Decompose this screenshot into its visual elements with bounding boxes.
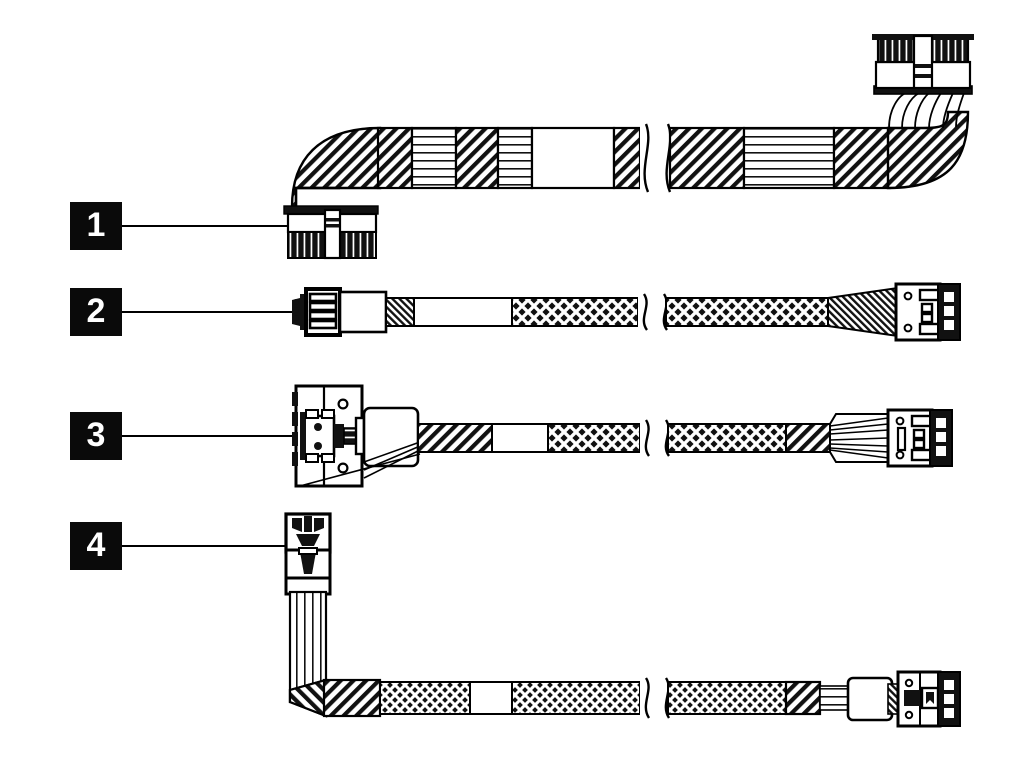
cable-3-braid-left [547,423,641,453]
cable-3-left-fanout [299,441,421,487]
cable-2-label-patch [413,297,513,327]
cable-1-right-connector[interactable] [872,34,974,95]
cable-1-right-elbow [886,110,970,190]
cable-4-jacket-hatch-left [322,678,382,718]
callout-4-number: 4 [87,526,106,564]
callout-3[interactable]: 3 [70,412,310,460]
cable-4-braid-2 [511,681,641,715]
cable-2-break-marker [638,293,669,331]
cable-2-assembly[interactable] [292,282,961,342]
cable-4-wire-bundle [819,685,851,711]
cable-3-right-connector[interactable] [886,408,953,468]
callout-2-box [70,288,122,336]
callout-1-number: 1 [87,206,106,244]
cable-2-braid-left [511,297,639,327]
cable-1-label-patch [530,126,616,190]
callout-3-box [70,412,122,460]
cable-2-braid-right [665,297,829,327]
cable-1-body-left [376,126,642,190]
cable-4-braid-1 [379,681,471,715]
cable-2-left-connector[interactable] [292,287,388,337]
cable-4-assembly[interactable] [284,512,961,728]
callout-1[interactable]: 1 [70,202,330,250]
callout-4[interactable]: 4 [70,522,300,570]
cable-1-break-marker [640,123,672,193]
cable-2-jacket-hatch [385,297,415,327]
callout-2-number: 2 [87,292,106,330]
cable-2-taper [827,286,899,338]
cable-3-left-connector[interactable] [292,384,420,488]
cable-3-braid-right [667,423,787,453]
cable-1-left-connector-key [323,208,342,260]
cable-1-elbow [290,126,382,209]
cable-3-jacket-hatch-left [417,423,493,453]
cable-1-connector-key [912,34,934,90]
callout-4-box [70,522,122,570]
cable-1-assembly[interactable] [283,34,974,260]
cable-2-right-connector[interactable] [894,282,961,342]
cable-4-jacket-hatch-right [784,680,822,716]
callout-1-box [70,202,122,250]
cable-4-right-connector[interactable] [896,670,961,728]
cable-1-left-connector[interactable] [283,205,379,260]
callout-3-number: 3 [87,416,106,454]
cable-4-label-patch [469,681,513,715]
cable-3-break-marker [640,419,671,457]
cable-3-jacket-hatch-right [785,423,831,453]
cable-1-body-right [668,126,892,190]
cable-4-boot [846,676,894,722]
callout-2[interactable]: 2 [70,288,300,336]
cable-4-break-marker [640,677,671,719]
cable-4-braid-3 [667,681,787,715]
cable-4-left-connector[interactable] [284,512,332,596]
cable-3-label-patch [491,423,549,453]
cable-3-right-fanout [829,413,891,463]
cable-3-assembly[interactable] [292,384,953,488]
